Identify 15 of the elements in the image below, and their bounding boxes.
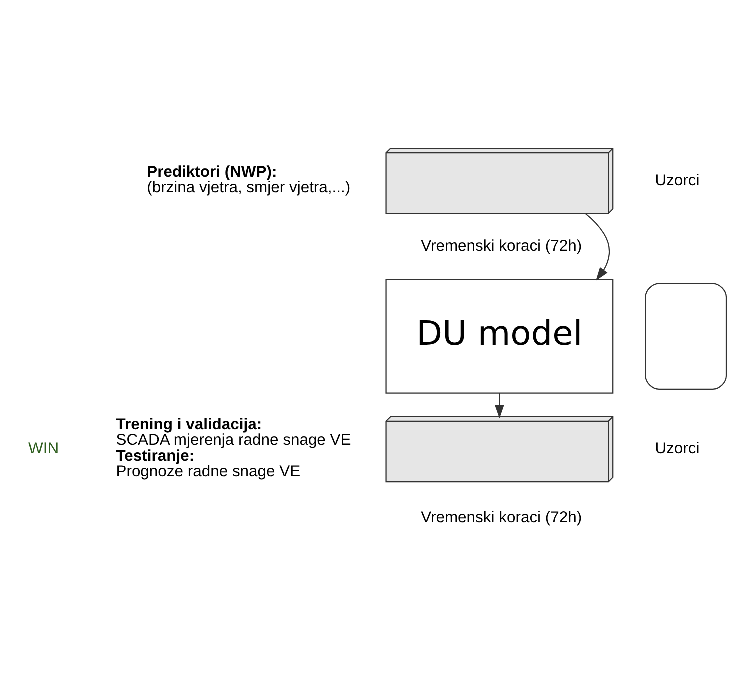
node-label: Trening i validacija: [116,416,262,433]
label: WIN [28,440,59,458]
node-label: Testiranje: [116,447,194,464]
arrow [494,392,504,418]
node-box [644,282,727,390]
node-box: DU model [385,278,614,394]
arrow [584,212,610,281]
node-label: SCADA mjerenja radne snage VE [116,432,351,449]
node-label: Uzorci [654,172,700,189]
node-label: (brzina vjetra, smjer vjetra,...) [146,179,350,196]
node-label: Uzorci [654,440,700,458]
node-label: Vremenski koraci (72h) [420,509,582,526]
node-label: Prediktori (NWP): [146,163,277,180]
node-label: Vremenski koraci (72h) [420,237,582,254]
node-label: Prognoze radne snage VE [116,463,300,480]
